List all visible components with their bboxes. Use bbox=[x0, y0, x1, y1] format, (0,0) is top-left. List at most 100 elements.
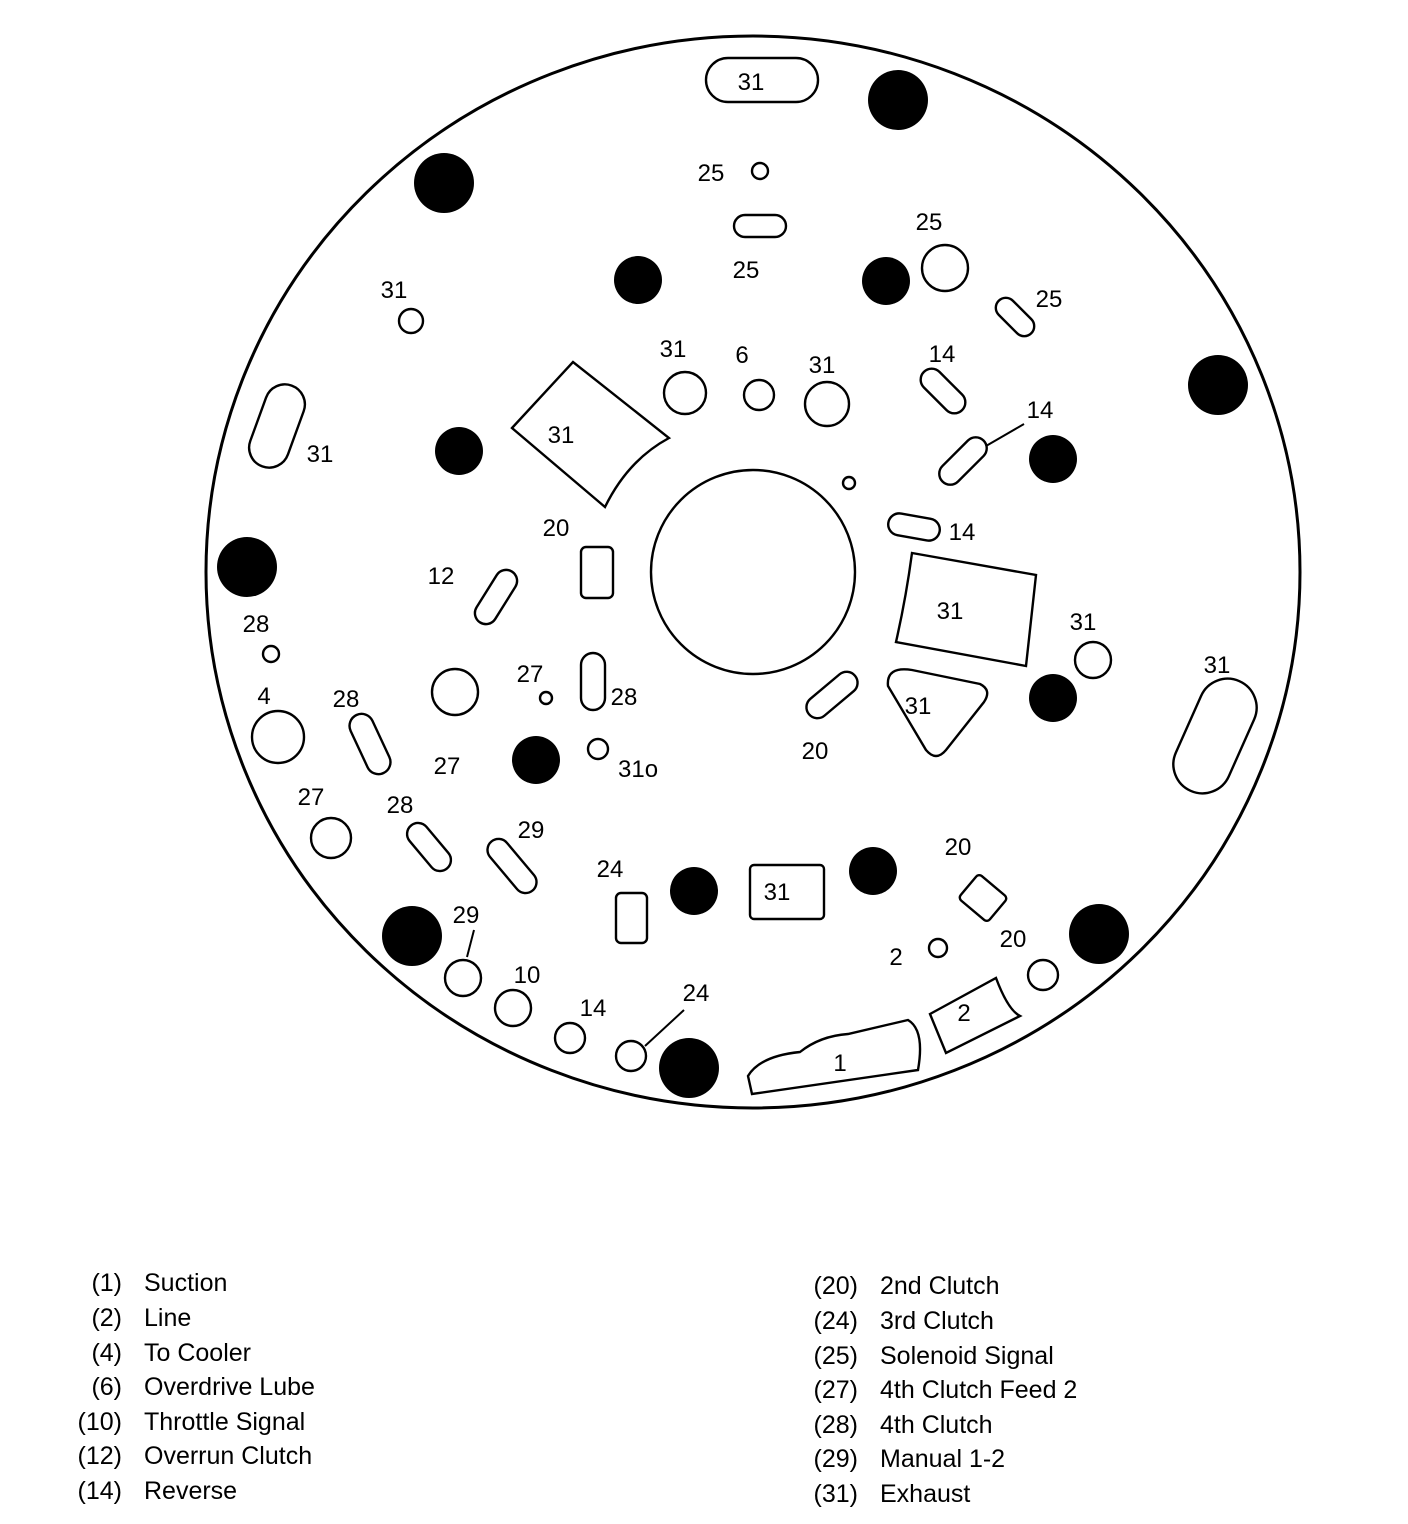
passage-label: 31 bbox=[937, 598, 964, 625]
bolt-hole bbox=[435, 427, 483, 475]
legend-item: (10) Throttle Signal bbox=[62, 1407, 306, 1437]
legend-description: 3rd Clutch bbox=[880, 1307, 994, 1335]
legend-item: (25) Solenoid Signal bbox=[798, 1341, 1054, 1371]
leader-line bbox=[985, 423, 1025, 447]
legend-code: (12) bbox=[77, 1442, 122, 1470]
legend-description: 2nd Clutch bbox=[880, 1272, 1000, 1300]
passage-pocket bbox=[894, 551, 1038, 668]
passage-label: 25 bbox=[1036, 286, 1063, 313]
passage-hole bbox=[927, 937, 949, 959]
bolt-hole bbox=[217, 537, 277, 597]
passage-hole bbox=[250, 709, 306, 765]
passage-label: 14 bbox=[949, 519, 976, 546]
passage-label: 31 bbox=[548, 422, 575, 449]
legend-description: Overrun Clutch bbox=[144, 1442, 313, 1470]
passage-slot bbox=[704, 56, 820, 104]
passage-label: 2 bbox=[889, 944, 902, 971]
passage-hole bbox=[309, 816, 353, 860]
passage-label: 29 bbox=[453, 902, 480, 929]
legend-item: (31) Exhaust bbox=[798, 1479, 971, 1509]
legend-item: (1) Suction bbox=[62, 1268, 227, 1298]
passage-label: 27 bbox=[298, 784, 325, 811]
legend-code: (29) bbox=[813, 1445, 858, 1473]
passage-label: 20 bbox=[543, 515, 570, 542]
legend-item: (24) 3rd Clutch bbox=[798, 1306, 994, 1336]
legend-description: Reverse bbox=[144, 1477, 238, 1505]
passage-label: 31 bbox=[1070, 609, 1097, 636]
legend-item: (4) To Cooler bbox=[62, 1338, 251, 1368]
legend-description: To Cooler bbox=[144, 1339, 251, 1367]
passage-label: 1 bbox=[833, 1050, 846, 1077]
legend-code: (27) bbox=[813, 1376, 858, 1404]
passage-port bbox=[958, 873, 1008, 923]
passage-label: 31 bbox=[809, 352, 836, 379]
passage-port bbox=[579, 545, 615, 600]
passage-label: 31 bbox=[307, 441, 334, 468]
passage-hole bbox=[662, 370, 708, 416]
passage-label: 10 bbox=[514, 962, 541, 989]
passage-label: 14 bbox=[929, 341, 956, 368]
passage-pocket bbox=[510, 360, 672, 509]
passage-slot bbox=[579, 651, 607, 712]
passage-label: 31 bbox=[764, 879, 791, 906]
legend-code: (31) bbox=[813, 1480, 858, 1508]
legend-description: Line bbox=[144, 1304, 192, 1332]
bolt-hole bbox=[1029, 674, 1077, 722]
passage-label: 24 bbox=[683, 980, 710, 1007]
passage-hole bbox=[920, 243, 970, 293]
passage-hole bbox=[443, 958, 483, 998]
passage-port bbox=[614, 891, 649, 945]
passage-label: 31o bbox=[618, 756, 658, 783]
passage-hole bbox=[803, 380, 851, 428]
legend-code: (4) bbox=[91, 1339, 122, 1367]
legend-description: Exhaust bbox=[880, 1480, 971, 1508]
passage-slot bbox=[247, 383, 307, 469]
bolt-hole bbox=[414, 153, 474, 213]
passage-label: 14 bbox=[1027, 397, 1054, 424]
legend-description: Solenoid Signal bbox=[880, 1342, 1054, 1370]
legend-description: 4th Clutch Feed 2 bbox=[880, 1376, 1078, 1404]
legend-description: Throttle Signal bbox=[144, 1408, 306, 1436]
legend-code: (6) bbox=[91, 1373, 122, 1401]
passage-pocket bbox=[748, 863, 826, 921]
passage-hole bbox=[750, 161, 770, 181]
passage-label: 4 bbox=[257, 683, 270, 710]
passage-slot bbox=[994, 296, 1036, 338]
passage-label: 6 bbox=[735, 342, 748, 369]
passage-label: 25 bbox=[698, 160, 725, 187]
passage-label: 31 bbox=[660, 336, 687, 363]
passage-slot bbox=[1172, 677, 1258, 795]
legend-description: 4th Clutch bbox=[880, 1411, 993, 1439]
legend-item: (2) Line bbox=[62, 1303, 191, 1333]
passage-label: 27 bbox=[434, 753, 461, 780]
passage-label: 20 bbox=[1000, 926, 1027, 953]
legend-item: (6) Overdrive Lube bbox=[62, 1372, 315, 1402]
leader-line bbox=[644, 1009, 685, 1047]
passage-slot bbox=[473, 568, 519, 626]
passage-slot bbox=[805, 670, 859, 720]
passage-label: 28 bbox=[333, 686, 360, 713]
passage-hole bbox=[1026, 958, 1060, 992]
legend-item: (29) Manual 1-2 bbox=[798, 1444, 1006, 1474]
passage-slot bbox=[887, 512, 941, 542]
bolt-hole bbox=[512, 736, 560, 784]
bolt-hole bbox=[868, 70, 928, 130]
passage-label: 28 bbox=[387, 792, 414, 819]
bolt-hole bbox=[862, 257, 910, 305]
passage-label: 2 bbox=[957, 1000, 970, 1027]
legend-description: Manual 1-2 bbox=[880, 1445, 1006, 1473]
bolt-holes bbox=[217, 70, 1248, 1098]
passage-label: 31 bbox=[1204, 652, 1231, 679]
passage-label: 29 bbox=[518, 817, 545, 844]
legend-code: (28) bbox=[813, 1411, 858, 1439]
passage-hole bbox=[493, 988, 533, 1028]
passage-slot bbox=[732, 213, 788, 239]
legend-item: (14) Reverse bbox=[62, 1476, 238, 1506]
passage-slot bbox=[348, 712, 392, 776]
bolt-hole bbox=[614, 256, 662, 304]
passage-hole bbox=[586, 737, 610, 761]
legend-code: (1) bbox=[91, 1269, 122, 1297]
legend-item: (12) Overrun Clutch bbox=[62, 1441, 313, 1471]
passage-hole bbox=[742, 378, 776, 412]
legend-description: Overdrive Lube bbox=[144, 1373, 315, 1401]
